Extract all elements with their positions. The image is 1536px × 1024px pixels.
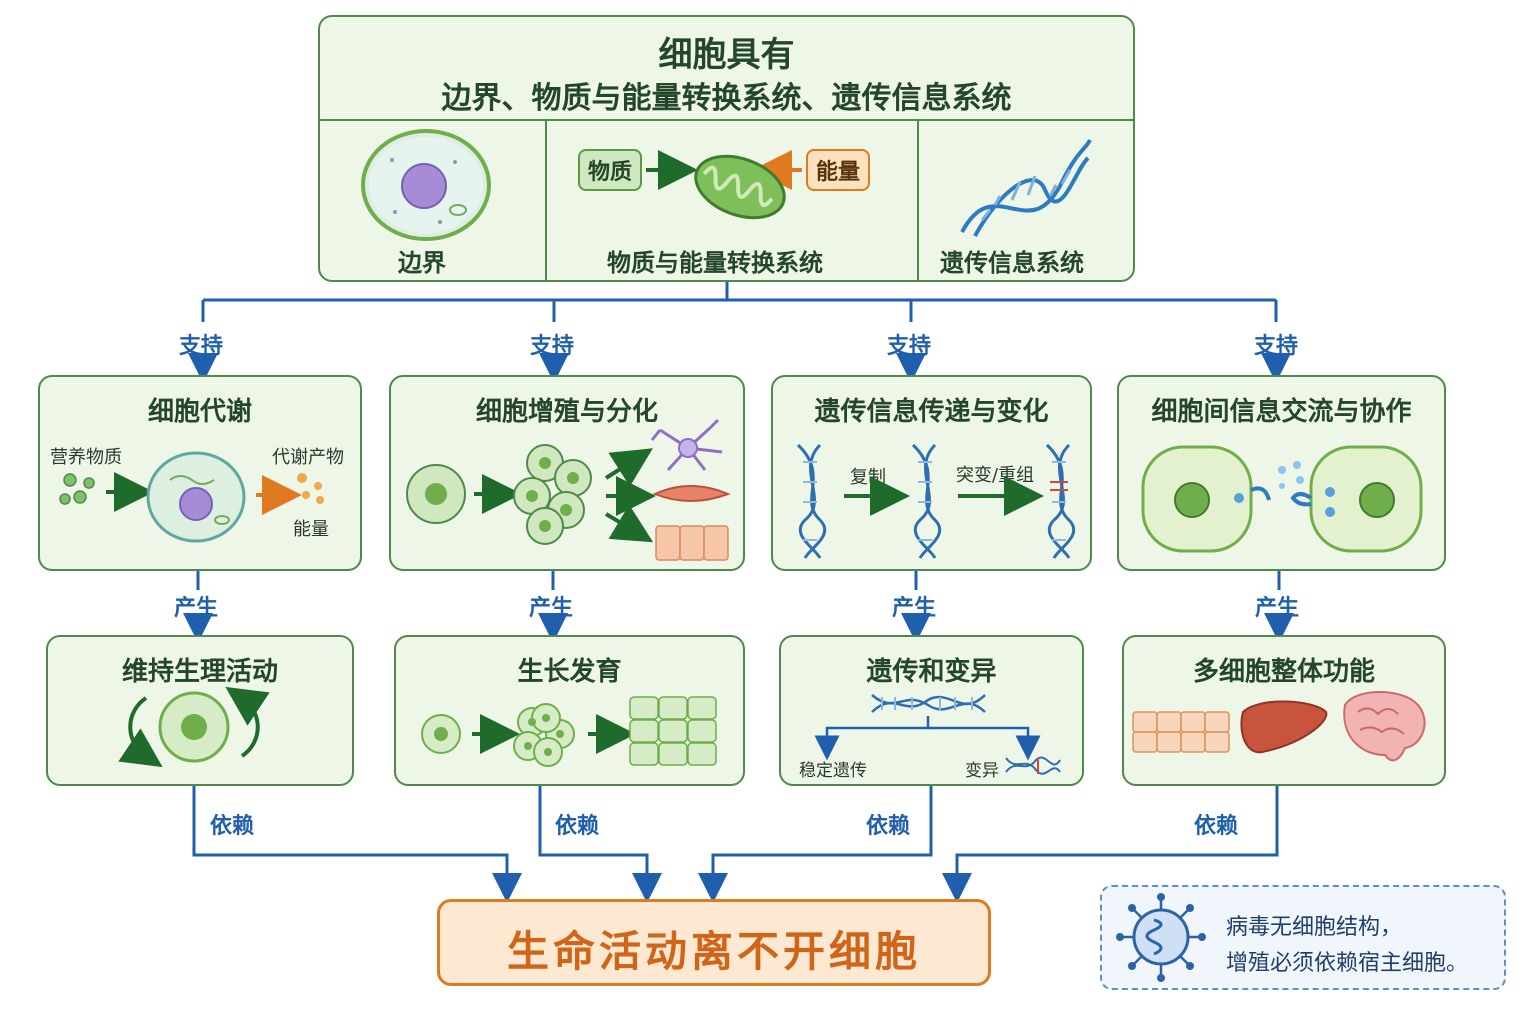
matter-tag: 物质	[578, 149, 643, 191]
support-label-3: 支持	[887, 334, 932, 359]
energy-label: 能量	[293, 519, 329, 540]
top-subtitle: 边界、物质与能量转换系统、遗传信息系统	[441, 81, 1012, 116]
top-summary-box: 细胞具有 边界、物质与能量转换系统、遗传信息系统	[318, 15, 1135, 282]
panel-divider-1	[545, 121, 547, 280]
boundary-label: 边界	[398, 249, 446, 277]
produce-label-3: 产生	[892, 596, 937, 621]
metabolites-label: 代谢产物	[272, 447, 344, 468]
genetic-transmission-title: 遗传信息传递与变化	[814, 397, 1049, 427]
conclusion-text: 生命活动离不开细胞	[506, 927, 921, 976]
conclusion-box: 生命活动离不开细胞	[437, 899, 991, 986]
growth-title: 生长发育	[517, 657, 622, 687]
heredity-title: 遗传和变异	[866, 657, 997, 687]
multicellular-title: 多细胞整体功能	[1192, 657, 1375, 687]
conversion-label: 物质与能量转换系统	[607, 249, 823, 277]
top-divider	[320, 119, 1133, 121]
panel-divider-2	[917, 121, 919, 280]
support-label-1: 支持	[179, 334, 224, 359]
communication-title: 细胞间信息交流与协作	[1151, 397, 1412, 427]
virus-note-line1: 病毒无细胞结构，	[1226, 915, 1403, 940]
virus-note-line2: 增殖必须依赖宿主细胞。	[1226, 951, 1469, 976]
depend-label-1: 依赖	[210, 814, 255, 839]
genetic-transmission-box: 遗传信息传递与变化	[771, 375, 1092, 571]
proliferation-title: 细胞增殖与分化	[475, 397, 658, 427]
heredity-box: 遗传和变异	[779, 635, 1084, 786]
metabolism-title: 细胞代谢	[147, 397, 252, 427]
depend-label-2: 依赖	[555, 814, 600, 839]
nutrients-label: 营养物质	[50, 447, 122, 468]
depend-label-4: 依赖	[1194, 814, 1239, 839]
support-label-4: 支持	[1254, 334, 1299, 359]
variation-label: 变异	[965, 761, 999, 781]
virus-note: 病毒无细胞结构， 增殖必须依赖宿主细胞。	[1100, 885, 1506, 990]
energy-tag: 能量	[806, 149, 871, 191]
top-title: 细胞具有	[658, 35, 795, 75]
physiology-title: 维持生理活动	[121, 657, 278, 687]
stable-inheritance-label: 稳定遗传	[799, 761, 867, 781]
produce-label-1: 产生	[174, 596, 219, 621]
produce-label-4: 产生	[1255, 596, 1300, 621]
depend-label-3: 依赖	[866, 814, 911, 839]
support-label-2: 支持	[530, 334, 575, 359]
produce-label-2: 产生	[529, 596, 574, 621]
genetic-label: 遗传信息系统	[940, 249, 1084, 277]
